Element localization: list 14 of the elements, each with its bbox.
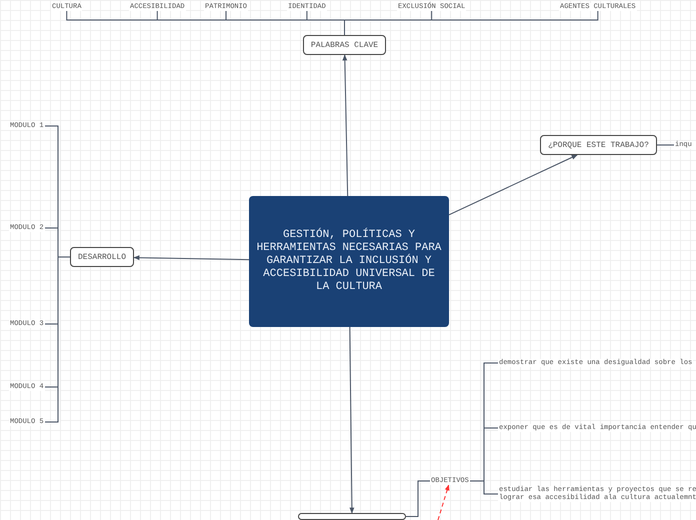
topic-box: ¿PORQUE ESTE TRABAJO? bbox=[540, 135, 657, 155]
branch-connector bbox=[406, 480, 430, 517]
branch-connector bbox=[44, 256, 70, 422]
arrow bbox=[349, 326, 354, 514]
arrow bbox=[133, 255, 250, 260]
branch-connector bbox=[469, 480, 498, 494]
arrow bbox=[448, 154, 578, 216]
arrow bbox=[438, 484, 450, 520]
arrow bbox=[342, 54, 348, 196]
central-topic-box: GESTIÓN, POLÍTICAS Y HERRAMIENTAS NECESARIAS PARA GARANTIZAR LA INCLUSIÓN Y ACCESIBILIDAD UNIVERSAL DE LA CULTURA bbox=[249, 196, 449, 327]
branch-connector bbox=[344, 10, 598, 36]
empty-topic-box bbox=[298, 513, 406, 520]
topic-box: DESARROLLO bbox=[70, 247, 134, 267]
topic-box: PALABRAS CLAVE bbox=[303, 35, 386, 55]
